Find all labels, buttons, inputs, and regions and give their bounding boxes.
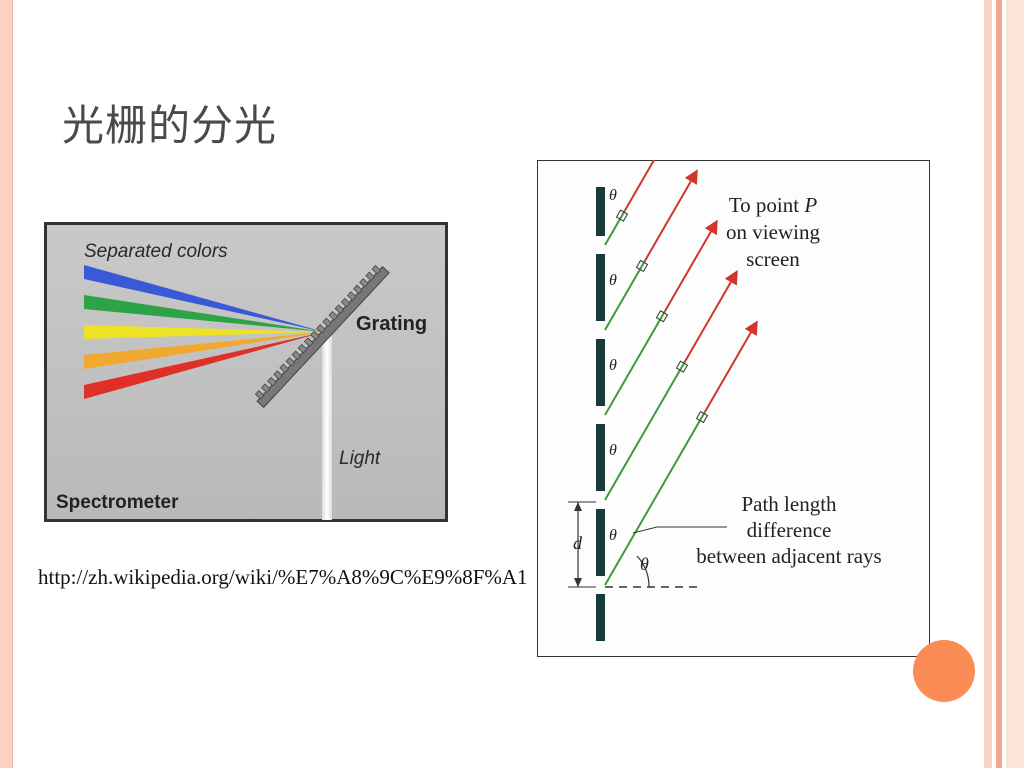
grating-tooth — [310, 330, 320, 341]
color-beam — [84, 332, 324, 369]
grating-tooth — [365, 271, 375, 282]
spectrometer-svg: Separated colors Grating Light Spectrome… — [44, 222, 448, 522]
theta-label: θ — [609, 357, 617, 374]
theta-label: θ — [609, 187, 617, 204]
spectrometer-label: Spectrometer — [56, 492, 179, 513]
path-difference-segment — [604, 310, 666, 416]
grating-plate — [254, 264, 390, 409]
angle-arc — [636, 555, 650, 588]
separated-colors-label: Separated colors — [84, 241, 228, 262]
grating-diagram-svg: θ θ θ θ θ θ d To point P on viewing screen P… — [537, 118, 930, 657]
right-angle-marker — [675, 360, 689, 373]
grating-slit — [596, 406, 605, 424]
grating-slits — [596, 236, 605, 594]
path-difference-segment — [604, 360, 686, 501]
bottom-angle-label: θ — [640, 554, 649, 574]
grating-tooth — [267, 376, 277, 387]
color-beam — [84, 295, 324, 332]
diffracted-ray — [664, 219, 718, 312]
spectrometer-figure: Separated colors Grating Light Spectrome… — [44, 222, 448, 522]
diffracted-ray — [644, 169, 698, 262]
path-length-label: Path length — [741, 492, 837, 516]
right-angle-marker — [635, 259, 649, 273]
grating-tooth — [260, 383, 271, 393]
diffracted-rays: θ θ θ θ θ — [604, 118, 758, 586]
grating-diagram: θ θ θ θ θ θ d To point P on viewing screen P… — [537, 118, 930, 657]
grating-tooth — [273, 370, 283, 380]
grating-tooth — [353, 284, 363, 295]
light-beam — [322, 334, 332, 520]
right-angle-marker — [655, 310, 669, 323]
path-difference-segment — [604, 209, 626, 246]
color-beam — [84, 265, 324, 332]
theta-label: θ — [609, 442, 617, 459]
right-angle-marker — [615, 209, 629, 222]
grating-tooth — [285, 357, 296, 367]
screen-label: screen — [746, 247, 800, 271]
grating-slit — [596, 321, 605, 339]
source-url: http://zh.wikipedia.org/wiki/%E7%A8%9C%E… — [38, 565, 528, 589]
slide-title: 光栅的分光 — [62, 101, 278, 150]
d-dimension-arrows — [574, 502, 582, 587]
grating-tooth — [334, 304, 345, 314]
grating-slit — [596, 576, 605, 594]
grating-slit — [596, 491, 605, 509]
right-border-stripe-1 — [984, 0, 992, 768]
path-difference-segment — [604, 260, 646, 331]
grating-tooth — [371, 264, 382, 275]
adjacent-rays-label: between adjacent rays — [696, 544, 881, 568]
to-point-label: To point P — [729, 193, 818, 217]
grating-tooth — [316, 324, 326, 334]
grating-tooth — [303, 337, 314, 347]
grating-tooth — [297, 343, 308, 354]
grating-slit — [596, 236, 605, 254]
grating-tooth — [340, 297, 351, 308]
diffracted-ray — [684, 269, 738, 362]
left-border-stripe — [0, 0, 13, 768]
color-beam — [84, 325, 324, 339]
theta-label: θ — [609, 272, 617, 289]
spacing-label: d — [573, 533, 583, 553]
path-difference-segment — [604, 411, 706, 586]
accent-dot — [913, 640, 975, 702]
difference-label: difference — [747, 518, 832, 542]
right-border-stripe-3 — [1006, 0, 1024, 768]
light-label: Light — [339, 448, 381, 469]
path-leader-line — [632, 526, 658, 534]
right-angle-marker — [695, 410, 709, 424]
color-beam — [84, 332, 324, 399]
grating-tooth — [328, 311, 339, 321]
right-border-stripe-2 — [996, 0, 1002, 768]
grating-tooth — [291, 350, 302, 361]
on-viewing-label: on viewing — [726, 220, 820, 244]
grating-tooth — [359, 278, 369, 288]
theta-label: θ — [609, 527, 617, 544]
grating-tooth — [279, 363, 290, 374]
grating-tooth — [254, 389, 265, 400]
grating-tooth — [322, 317, 333, 328]
spectrometer-frame — [44, 222, 448, 522]
diffracted-ray — [704, 320, 758, 413]
grating-label: Grating — [356, 313, 427, 335]
grating-tooth — [346, 291, 357, 301]
separated-color-beams — [84, 265, 324, 399]
